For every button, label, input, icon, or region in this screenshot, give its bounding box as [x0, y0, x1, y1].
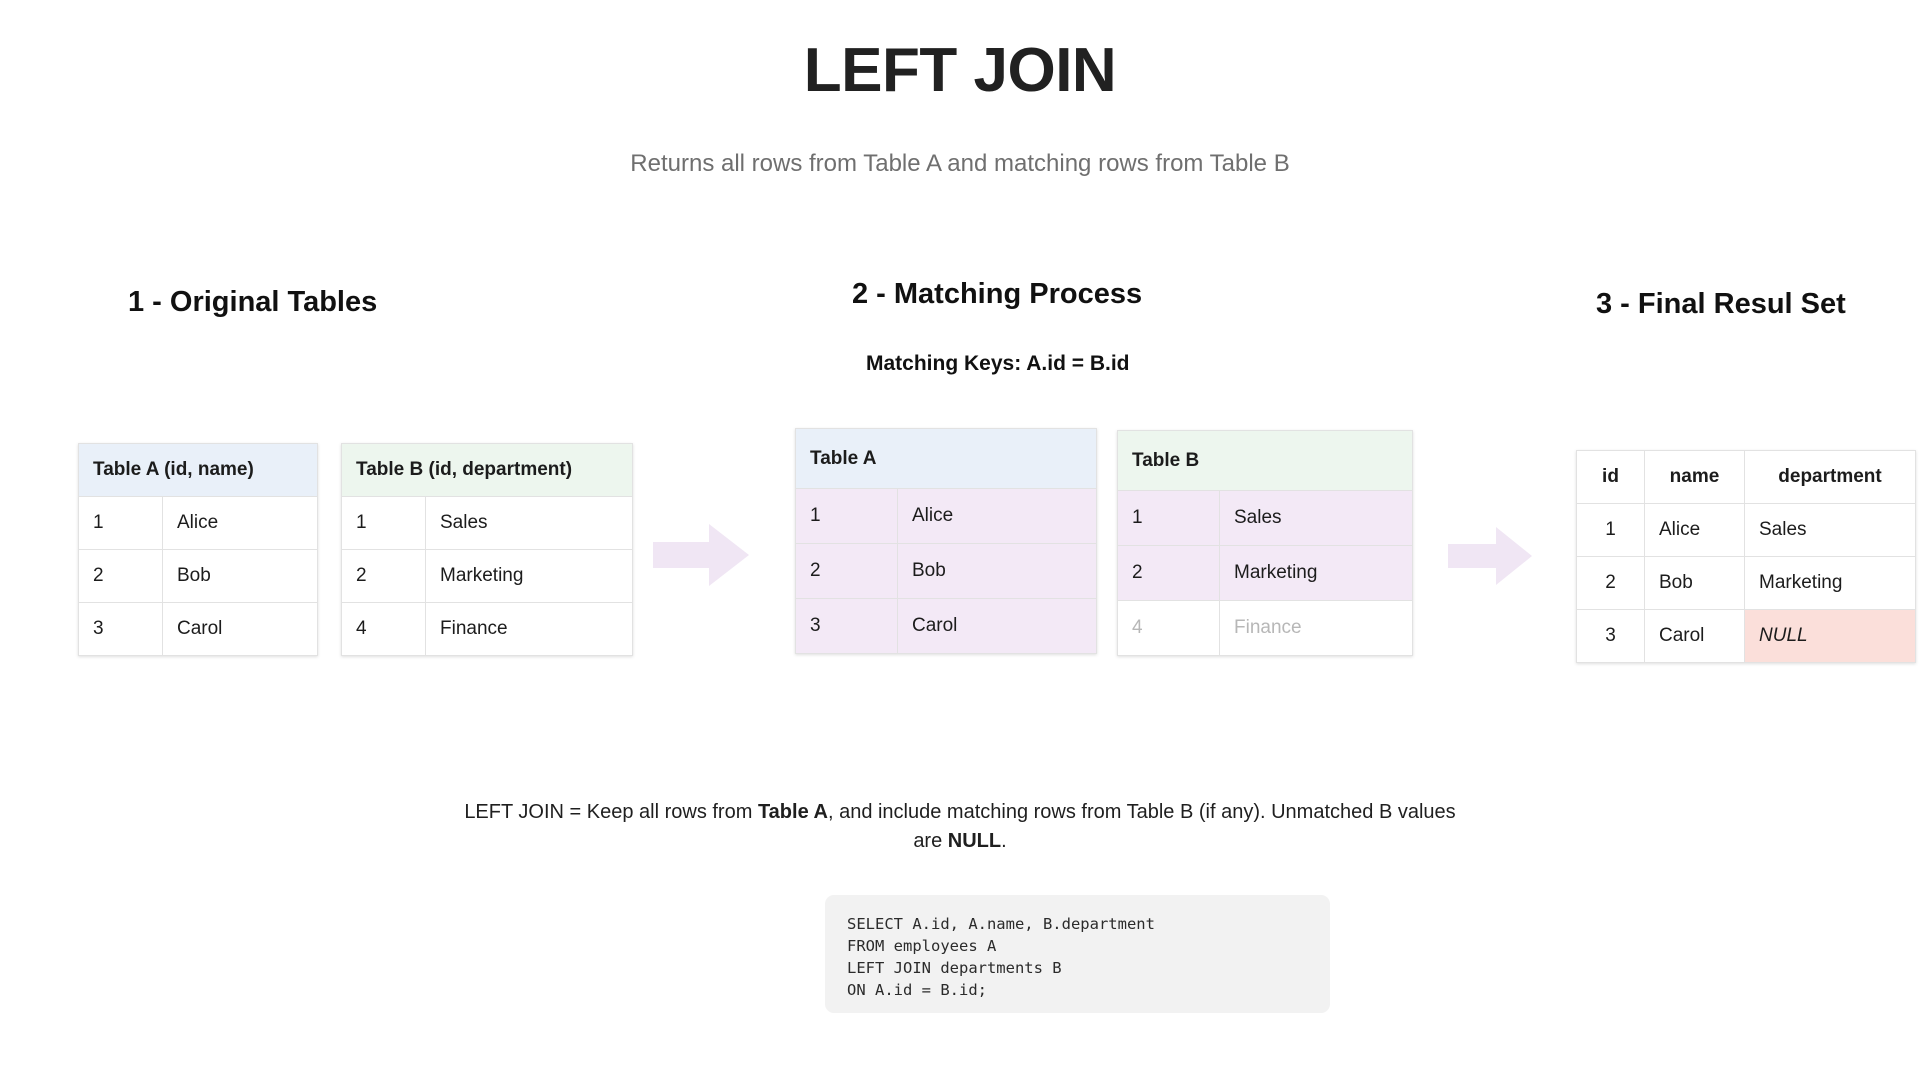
sql-code-text: SELECT A.id, A.name, B.department FROM e… — [847, 915, 1155, 999]
table-row: 1 Sales — [341, 496, 633, 550]
table-header-row: id name department — [1576, 450, 1916, 504]
match-table-a-caption: Table A — [795, 428, 1097, 489]
table-row: 2 Bob — [78, 549, 318, 603]
source-table-a-caption: Table A (id, name) — [78, 443, 318, 497]
table-row: 1 Alice Sales — [1576, 503, 1916, 557]
cell-id: 2 — [341, 549, 426, 603]
match-table-a-body: 1 Alice 2 Bob 3 Carol — [795, 488, 1097, 654]
match-table-b: Table B 1 Sales 2 Marketing 4 Finance — [1117, 430, 1413, 656]
source-table-a-body: 1 Alice 2 Bob 3 Carol — [78, 496, 318, 656]
cell-department-null: NULL — [1744, 609, 1916, 663]
table-row: 3 Carol NULL — [1576, 609, 1916, 663]
cell-department: Marketing — [425, 549, 633, 603]
explanation-part-1: LEFT JOIN = Keep all rows from — [464, 801, 758, 823]
cell-name: Carol — [1644, 609, 1745, 663]
cell-id: 1 — [78, 496, 163, 550]
cell-department: Sales — [1744, 503, 1916, 557]
cell-name: Bob — [162, 549, 318, 603]
cell-department: Sales — [1219, 490, 1413, 546]
cell-name: Bob — [1644, 556, 1745, 610]
cell-id: 1 — [1117, 490, 1220, 546]
stage-heading-matching-process: 2 - Matching Process — [852, 278, 1143, 310]
cell-id: 3 — [795, 598, 898, 654]
source-table-a: Table A (id, name) 1 Alice 2 Bob 3 Carol — [78, 443, 318, 656]
source-table-b: Table B (id, department) 1 Sales 2 Marke… — [341, 443, 633, 656]
cell-id: 3 — [1576, 609, 1645, 663]
table-header-row: Table A — [795, 428, 1097, 489]
cell-name: Carol — [897, 598, 1097, 654]
table-row: 2 Marketing — [341, 549, 633, 603]
cell-id: 1 — [1576, 503, 1645, 557]
cell-name: Bob — [897, 543, 1097, 599]
arrow-right-icon — [1448, 527, 1532, 590]
match-table-a: Table A 1 Alice 2 Bob 3 Carol — [795, 428, 1097, 654]
table-row: 4 Finance — [341, 602, 633, 656]
table-row-matched: 1 Alice — [795, 488, 1097, 544]
page-title: LEFT JOIN — [803, 36, 1117, 105]
cell-id: 2 — [1576, 556, 1645, 610]
cell-name: Alice — [897, 488, 1097, 544]
table-row-matched: 3 Carol — [795, 598, 1097, 654]
match-table-b-body: 1 Sales 2 Marketing 4 Finance — [1117, 490, 1413, 656]
table-row: 2 Bob Marketing — [1576, 556, 1916, 610]
explanation-part-3: . — [1001, 830, 1007, 852]
cell-id: 2 — [78, 549, 163, 603]
cell-id: 2 — [795, 543, 898, 599]
source-table-b-caption: Table B (id, department) — [341, 443, 633, 497]
table-row-matched: 1 Sales — [1117, 490, 1413, 546]
cell-id: 3 — [78, 602, 163, 656]
cell-department: Sales — [425, 496, 633, 550]
explanation-part-2: , and include matching rows from Table B… — [827, 801, 1456, 852]
stage-heading-final-result-set: 3 - Final Resul Set — [1596, 288, 1846, 320]
result-column-id: id — [1576, 450, 1645, 504]
page-subtitle: Returns all rows from Table A and matchi… — [630, 150, 1290, 177]
result-table-body: 1 Alice Sales 2 Bob Marketing 3 Carol NU… — [1576, 503, 1916, 663]
cell-department: Finance — [425, 602, 633, 656]
cell-id: 1 — [341, 496, 426, 550]
cell-department: Finance — [1219, 600, 1413, 656]
result-column-name: name — [1644, 450, 1745, 504]
cell-name: Alice — [162, 496, 318, 550]
table-row: 1 Alice — [78, 496, 318, 550]
match-table-b-caption: Table B — [1117, 430, 1413, 491]
cell-name: Alice — [1644, 503, 1745, 557]
matching-keys-label: Matching Keys: A.id = B.id — [866, 352, 1130, 375]
source-table-b-body: 1 Sales 2 Marketing 4 Finance — [341, 496, 633, 656]
cell-id: 4 — [341, 602, 426, 656]
arrow-right-icon — [653, 524, 749, 591]
table-row: 3 Carol — [78, 602, 318, 656]
table-row-matched: 2 Marketing — [1117, 545, 1413, 601]
cell-department: Marketing — [1219, 545, 1413, 601]
cell-id: 2 — [1117, 545, 1220, 601]
cell-name: Carol — [162, 602, 318, 656]
sql-code-block: SELECT A.id, A.name, B.department FROM e… — [825, 895, 1330, 1013]
explanation-bold-table-a: Table A — [757, 801, 828, 823]
explanation-bold-null: NULL — [947, 830, 1002, 852]
table-header-row: Table A (id, name) — [78, 443, 318, 497]
stage-heading-original-tables: 1 - Original Tables — [128, 286, 378, 318]
result-table: id name department 1 Alice Sales 2 Bob M… — [1576, 450, 1916, 663]
table-header-row: Table B (id, department) — [341, 443, 633, 497]
cell-id: 4 — [1117, 600, 1220, 656]
table-header-row: Table B — [1117, 430, 1413, 491]
table-row-matched: 2 Bob — [795, 543, 1097, 599]
explanation-text: LEFT JOIN = Keep all rows from Table A, … — [460, 798, 1460, 856]
cell-id: 1 — [795, 488, 898, 544]
result-column-department: department — [1744, 450, 1916, 504]
cell-department: Marketing — [1744, 556, 1916, 610]
table-row-unmatched: 4 Finance — [1117, 600, 1413, 656]
